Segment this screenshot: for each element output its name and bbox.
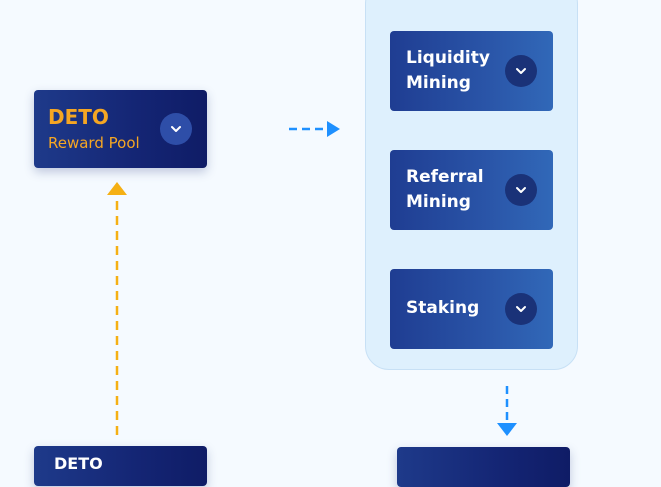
reward-to-mining-arrow xyxy=(289,121,340,137)
bottom-deto-card[interactable]: DETO xyxy=(34,446,207,486)
reward-pool-title: DETO xyxy=(48,105,109,129)
staking-label: Staking xyxy=(406,298,480,318)
chevron-down-icon[interactable] xyxy=(505,293,537,325)
chevron-down-icon[interactable] xyxy=(505,174,537,206)
referral-mining-label-line2: Mining xyxy=(406,192,471,212)
connectors xyxy=(107,121,517,436)
reward-pool-subtitle: Reward Pool xyxy=(48,134,140,152)
referral-mining-label-line1: Referral xyxy=(406,167,484,187)
mining-to-bottom-arrow xyxy=(497,386,517,436)
liquidity-mining-label-line2: Mining xyxy=(406,73,471,93)
liquidity-mining-label-line1: Liquidity xyxy=(406,48,490,68)
referral-mining-card[interactable]: Referral Mining xyxy=(390,150,553,230)
bottom-to-reward-arrow xyxy=(107,182,127,435)
bottom-right-card[interactable] xyxy=(397,447,570,487)
bottom-deto-title: DETO xyxy=(54,454,103,473)
reward-pool-card[interactable]: DETO Reward Pool xyxy=(34,90,207,168)
chevron-down-icon[interactable] xyxy=(505,55,537,87)
liquidity-mining-card[interactable]: Liquidity Mining xyxy=(390,31,553,111)
staking-card[interactable]: Staking xyxy=(390,269,553,349)
chevron-down-icon[interactable] xyxy=(160,113,192,145)
